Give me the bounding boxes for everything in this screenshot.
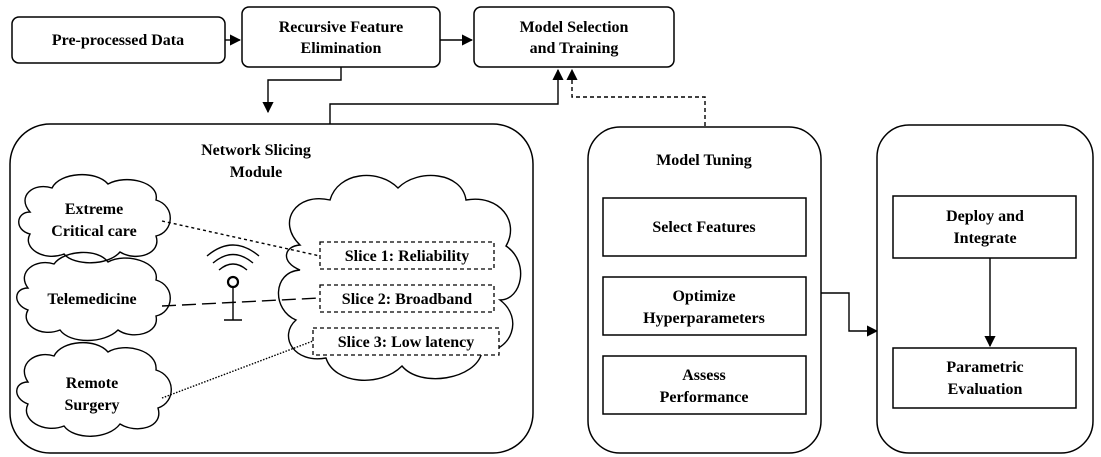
slice-1-label: Slice 1: Reliability (345, 248, 469, 265)
select-features-label: Select Features (652, 219, 755, 236)
assess-label-line2: Performance (660, 389, 749, 406)
optimize-label-line1: Optimize (672, 288, 735, 305)
arrow-rfe-to-network-module (262, 67, 342, 114)
select-features-box (602, 197, 807, 257)
link-telemedicine-to-slice2 (161, 297, 321, 307)
deploy-integrate-box (892, 195, 1077, 259)
network-module-title-line2: Module (230, 164, 282, 181)
arrow-tuning-to-deployment (821, 292, 879, 337)
rfe-label-line1: Recursive Feature (279, 19, 404, 36)
parametric-evaluation-box (892, 347, 1077, 409)
deploy-label-line2: Integrate (953, 230, 1016, 247)
slice-2-box (319, 284, 495, 313)
arrow-network-module-to-model-selection (329, 68, 564, 124)
model-selection-label-line1: Model Selection (520, 19, 629, 36)
rfe-label-line2: Elimination (301, 40, 382, 57)
service-telemedicine-label: Telemedicine (47, 291, 136, 308)
service-extreme-label-line1: Extreme (65, 201, 123, 218)
rfe-box (241, 6, 441, 68)
slice-1-box (319, 241, 495, 270)
network-slicing-module-container (9, 123, 534, 454)
optimize-label-line2: Hyperparameters (643, 310, 765, 327)
model-selection-box (473, 6, 675, 68)
slice-3-box (312, 327, 500, 356)
service-remote-label-line1: Remote (66, 375, 118, 392)
service-extreme-label-line2: Critical care (51, 223, 136, 240)
service-remote-label-line2: Surgery (64, 397, 119, 414)
model-tuning-title: Model Tuning (656, 152, 752, 169)
network-cloud (277, 174, 522, 381)
evaluation-label-line2: Evaluation (948, 381, 1023, 398)
cloud-extreme-critical-care (18, 173, 171, 264)
deploy-label-line1: Deploy and (946, 208, 1024, 225)
wireless-antenna-icon (206, 244, 260, 321)
optimize-hyperparameters-box (602, 276, 807, 336)
cloud-telemedicine (16, 251, 171, 342)
slice-2-label: Slice 2: Broadband (342, 291, 473, 308)
model-selection-label-line2: and Training (530, 40, 619, 57)
cloud-remote-surgery (16, 341, 172, 437)
preprocessed-data-label: Pre-processed Data (52, 32, 184, 49)
assess-label-line1: Assess (682, 367, 726, 384)
evaluation-label-line1: Parametric (946, 359, 1023, 376)
assess-performance-box (602, 355, 807, 415)
link-extreme-to-slice1 (161, 220, 321, 257)
network-module-title-line1: Network Slicing (201, 142, 311, 159)
slice-3-label: Slice 3: Low latency (338, 334, 474, 351)
dashed-feedback-model-tuning (566, 68, 706, 126)
